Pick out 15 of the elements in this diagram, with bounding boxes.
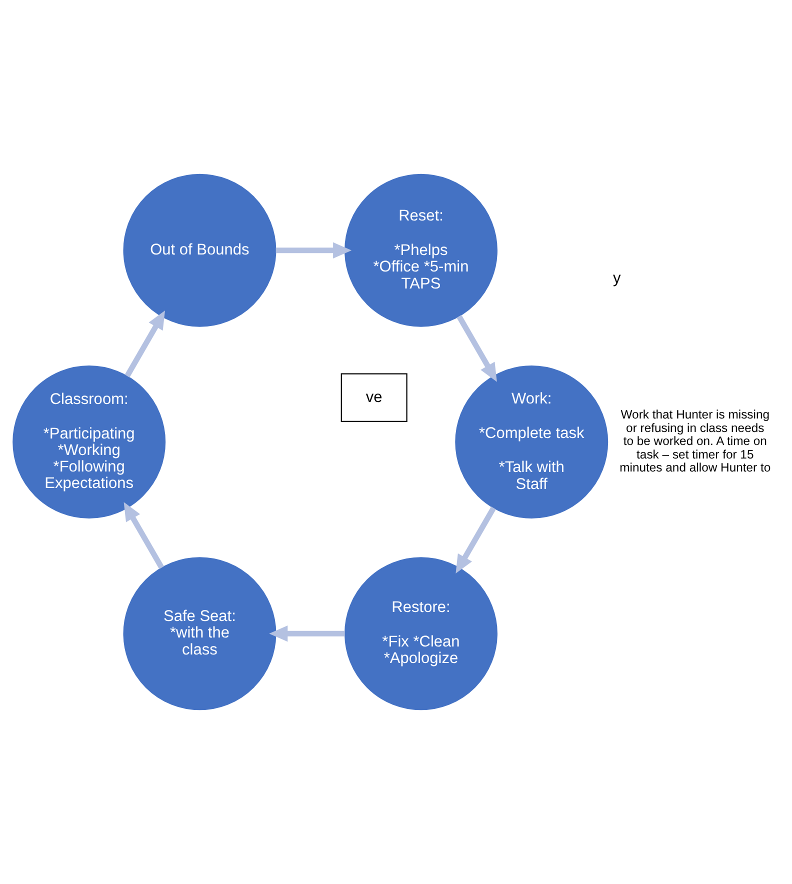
arrow	[456, 506, 496, 574]
node-box: ve	[340, 373, 408, 422]
arrow	[124, 502, 164, 570]
arrow	[456, 314, 497, 382]
label: y	[613, 270, 621, 288]
arrow	[124, 310, 166, 378]
node-circle: Reset: *Phelps *Office *5-min TAPS	[344, 174, 498, 327]
node-circle: Classroom: *Participating *Working *Following Expectations	[12, 366, 166, 518]
arrow	[269, 626, 345, 642]
node-label: Work that Hunter is missing or refusing in class needs to be worked on. A time on task – set timer for 15 minutes and allow Hunter to	[620, 407, 771, 475]
node-circle: Restore: *Fix *Clean *Apologize	[344, 557, 498, 710]
node-circle: Work: *Complete task *Talk with Staff	[455, 366, 608, 518]
node-circle: Out of Bounds	[123, 174, 276, 327]
arrow	[276, 242, 352, 258]
node-circle: Safe Seat: *with the class	[123, 557, 276, 710]
